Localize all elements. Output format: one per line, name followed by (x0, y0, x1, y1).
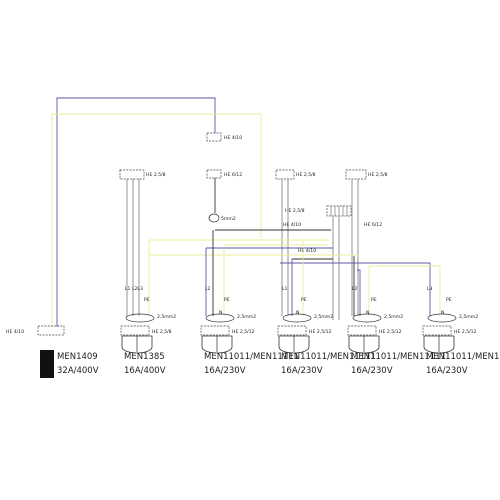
socket-terminal (347, 325, 377, 336)
terminal-feed-1: HE 2,5/8 (119, 169, 166, 180)
socket-terminal-label: HE 2,5/8 (152, 329, 172, 335)
terminal-feed-2: HE 2,5/8 (275, 169, 316, 180)
socket-cable: 2,5mm2 (459, 314, 478, 320)
socket-rating: 16A/230V (426, 366, 468, 376)
socket-lines: L3 (427, 286, 433, 292)
socket-body (121, 335, 153, 354)
block-d-label: HE 4/10 (298, 248, 316, 254)
socket-cable: 2,5mm2 (157, 314, 176, 320)
socket-body (348, 335, 380, 354)
socket-body (201, 335, 233, 354)
socket-cable: 2,5mm2 (237, 314, 256, 320)
terminal-upper-mid: HE 6/12 (206, 169, 242, 179)
socket-model: MEN11011/MEN11111 (426, 352, 500, 362)
inlet-rating: 32A/400V (57, 366, 99, 376)
cable-circle (282, 313, 312, 323)
socket-rating: 16A/400V (124, 366, 166, 376)
socket-n: N (296, 310, 299, 316)
socket-terminal (422, 325, 452, 336)
terminal-top: HE 4/10 (206, 132, 242, 142)
socket-terminal-label: HE 2,5/12 (232, 329, 255, 335)
block-c-label: HE 6/12 (364, 222, 382, 228)
terminal-upper-mid-label: HE 6/12 (224, 172, 242, 178)
socket-terminal (120, 325, 150, 336)
socket-model: MEN1385 (124, 352, 165, 362)
cable-circle (125, 313, 155, 323)
feed-wires (51, 97, 262, 327)
conn-label: 5mm2 (221, 216, 236, 222)
block-a-label: HE 2,5/8 (285, 208, 305, 214)
socket-n: N (441, 310, 444, 316)
inlet-body (40, 350, 54, 378)
socket-terminal (277, 325, 307, 336)
socket-pe: PE (224, 297, 230, 303)
terminal-feed-1-label: HE 2,5/8 (146, 172, 166, 178)
feed-wire-yellow (51, 113, 262, 327)
socket-body (423, 335, 455, 354)
inlet-terminal-label: HE 4/10 (6, 329, 24, 335)
socket-rating: 16A/230V (351, 366, 393, 376)
socket-model: MEN11011/MEN11111 (351, 352, 446, 362)
socket-body (278, 335, 310, 354)
block-b-label: HE 4/10 (283, 222, 301, 228)
inlet-model: MEN1409 (57, 352, 98, 362)
cable-circle (427, 313, 457, 323)
socket-terminal-label: HE 2,5/12 (309, 329, 332, 335)
inlet: HE 4/10 MEN1409 32A/400V (6, 325, 99, 378)
socket-pe: PE (301, 297, 307, 303)
terminal-top-label: HE 4/10 (224, 135, 242, 141)
bus-wires (148, 229, 441, 316)
terminal-feed-3: HE 2,5/8 (345, 169, 388, 180)
socket-model: MEN11011/MEN11111 (204, 352, 299, 362)
drop-wires (126, 179, 359, 320)
socket-lines: L1 L2L3 (125, 286, 143, 292)
socket-terminal-label: HE 2,5/12 (379, 329, 402, 335)
feed-wire-blue (56, 97, 216, 327)
socket-rating: 16A/230V (204, 366, 246, 376)
socket-n: N (366, 310, 369, 316)
cable-circle (352, 313, 382, 323)
socket-lines: L1 (282, 286, 288, 292)
socket-model: MEN11011/MEN11111 (281, 352, 376, 362)
socket-pe: PE (371, 297, 377, 303)
socket-terminal (200, 325, 230, 336)
terminal-feed-3-label: HE 2,5/8 (368, 172, 388, 178)
cable-circle (205, 313, 235, 323)
terminal-feed-2-label: HE 2,5/8 (296, 172, 316, 178)
socket-pe: PE (144, 297, 150, 303)
cable-circle-conn: 5mm2 (208, 213, 236, 223)
socket-lines: L2 (352, 286, 358, 292)
socket-n: N (219, 310, 222, 316)
socket-cable: 2,5mm2 (384, 314, 403, 320)
socket-cable: 2,5mm2 (314, 314, 333, 320)
socket-terminal-label: HE 2,5/12 (454, 329, 477, 335)
socket-pe: PE (446, 297, 452, 303)
socket-rating: 16A/230V (281, 366, 323, 376)
socket-lines: L2 (205, 286, 211, 292)
